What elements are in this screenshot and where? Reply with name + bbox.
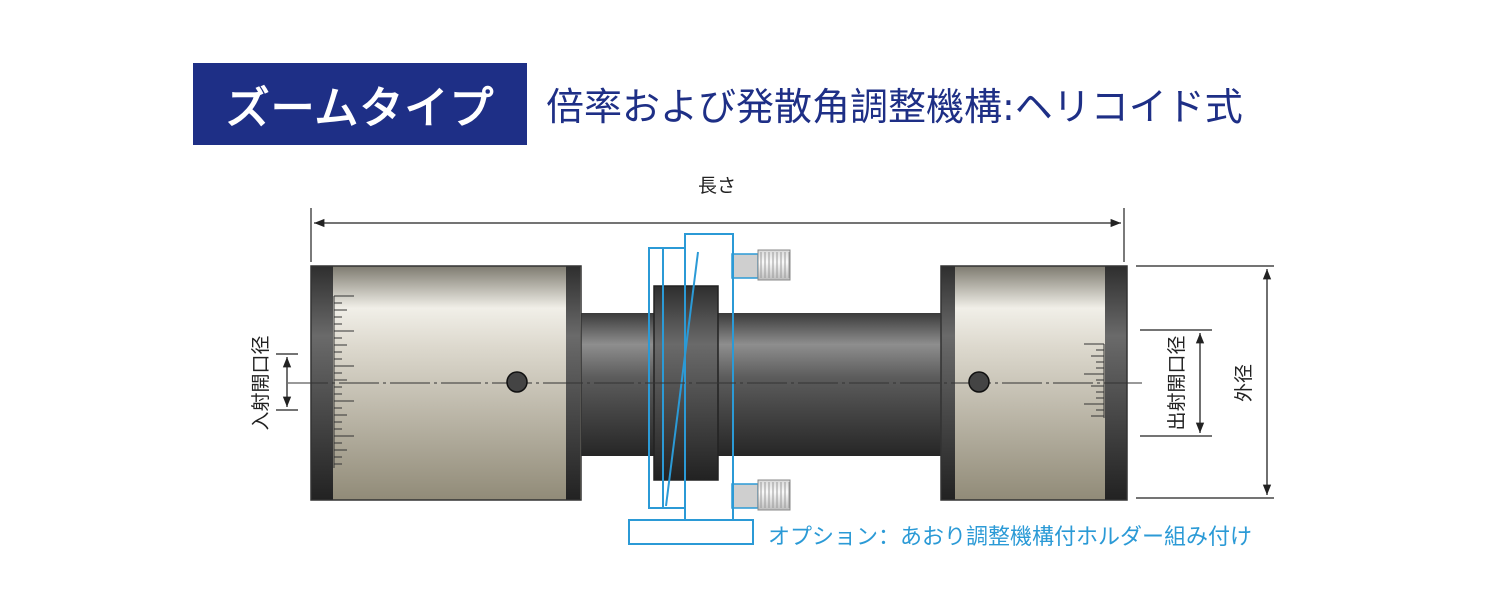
central-tube <box>578 313 944 456</box>
lock-screw-right <box>968 371 990 393</box>
exit-scale <box>1084 343 1105 418</box>
entrance-aperture-label: 入射開口径 <box>250 335 272 430</box>
mechanism-title: 倍率および発散角調整機構:ヘリコイド式 <box>546 84 1243 129</box>
tilt-holder-outline <box>628 233 754 545</box>
entrance-aperture-dimension: 入射開口径 <box>250 335 298 431</box>
zoom-type-badge: ズームタイプ <box>193 63 527 145</box>
outer-diameter-label: 外径 <box>1233 364 1255 402</box>
zoom-type-label: ズームタイプ <box>225 83 495 134</box>
length-label: 長さ <box>698 175 736 197</box>
exit-aperture-label: 出射開口径 <box>1166 335 1188 430</box>
lock-screw-left <box>506 371 528 393</box>
entrance-scale <box>333 295 354 468</box>
adjustment-screw-bottom <box>731 479 791 511</box>
length-dimension: 長さ <box>310 175 1125 262</box>
exit-aperture-dimension: 出射開口径 <box>1140 329 1212 437</box>
option-note: オプション：あおり調整機構付ホルダー組み付け <box>768 525 1252 550</box>
adjustment-screw-top <box>731 249 791 281</box>
outer-diameter-dimension: 外径 <box>1136 265 1274 499</box>
